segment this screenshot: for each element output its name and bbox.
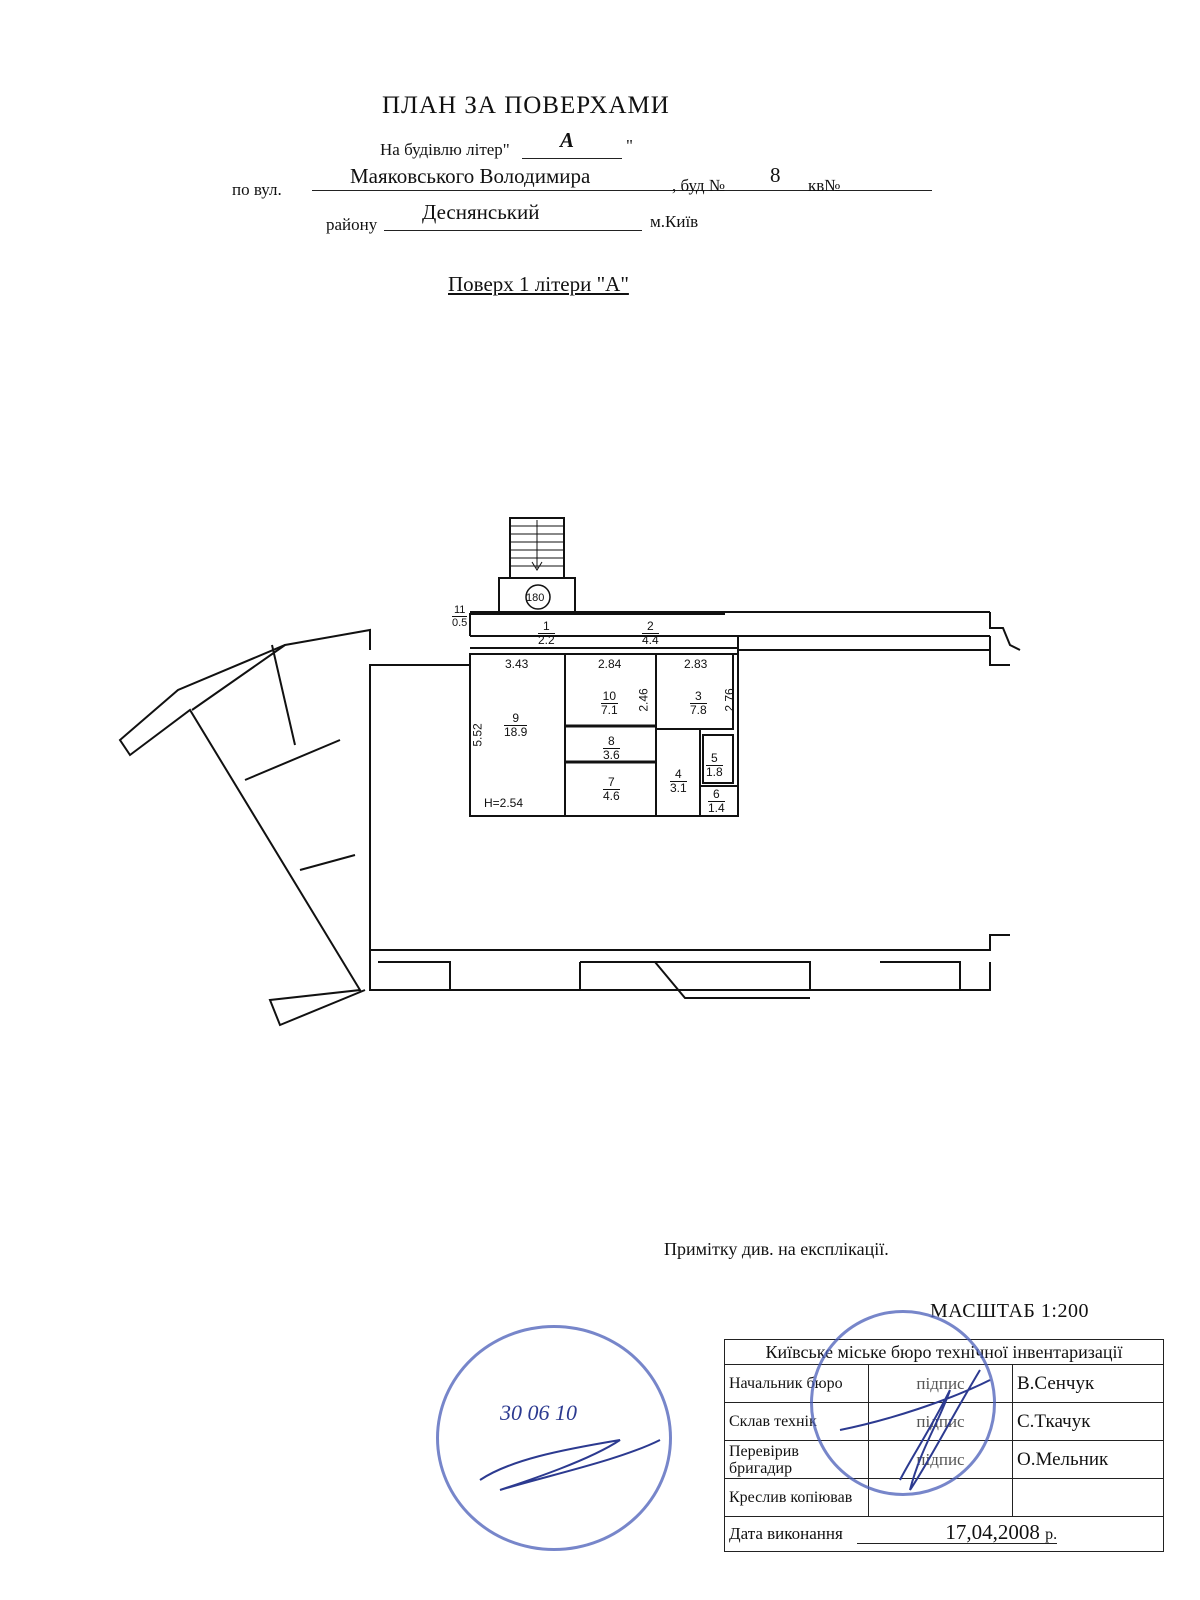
dim-room10-length: 2.46: [636, 688, 651, 712]
room-3-area: 7.8: [690, 703, 707, 717]
person-name: В.Сенчук: [1012, 1364, 1164, 1403]
date-suffix: р.: [1045, 1526, 1058, 1543]
room-4-number: 4: [670, 768, 687, 782]
room-9-area: 18.9: [504, 725, 528, 739]
right-stamp: [810, 1310, 996, 1496]
room-8-area: 3.6: [603, 748, 620, 762]
street-value: Маяковського Володимира: [350, 164, 591, 188]
stamp-date: 30 06 10: [500, 1400, 577, 1425]
signature-right: [839, 1369, 991, 1491]
room-6-area: 1.4: [708, 801, 725, 815]
room-10-area: 7.1: [601, 703, 618, 717]
room-5-area: 1.8: [706, 765, 723, 779]
room-5-number: 5: [706, 752, 723, 766]
district-value: Деснянський: [422, 200, 540, 224]
person-name: [1012, 1478, 1164, 1517]
dim-room3-length: 2.76: [722, 688, 737, 712]
building-close: ": [626, 136, 633, 155]
district-label: району: [326, 215, 378, 234]
left-stamp: [436, 1325, 672, 1551]
room-11-area: 0.5: [452, 617, 468, 629]
document-title: ПЛАН ЗА ПОВЕРХАМИ: [382, 92, 670, 119]
signature-left: [479, 1439, 661, 1491]
room-11-number: 11: [452, 604, 468, 617]
street-label: по вул.: [232, 180, 282, 199]
apartment-label: кв№: [808, 176, 841, 195]
room-8-number: 8: [603, 735, 620, 749]
room-10-number: 10: [601, 689, 618, 704]
floor-title: Поверх 1 літери "А": [448, 272, 629, 296]
person-name: О.Мельник: [1012, 1440, 1164, 1479]
date-value: 17,04,2008: [945, 1520, 1040, 1544]
scale: МАСШТАБ 1:200: [930, 1300, 1089, 1322]
room-3-number: 3: [690, 690, 707, 704]
room-6-number: 6: [708, 788, 725, 802]
date-label: Дата виконання: [729, 1524, 843, 1543]
room-7-number: 7: [603, 776, 620, 790]
stair-number: 180: [526, 592, 544, 604]
ceiling-height: H=2.54: [484, 796, 524, 810]
room-7-area: 4.6: [603, 789, 620, 803]
room-1-area: 2.2: [538, 633, 555, 647]
room-2-area: 4.4: [642, 633, 659, 647]
note: Примітку див. на експлікації.: [664, 1239, 889, 1259]
dim-room3-width: 2.83: [684, 657, 708, 671]
building-letter: А: [560, 128, 575, 152]
room-1-number: 1: [538, 620, 555, 634]
table-row: Дата виконання 17,04,2008 р.: [724, 1516, 1164, 1552]
house-value: 8: [770, 163, 781, 187]
floor-plan: 180: [118, 517, 1021, 1027]
house-label: , буд №: [672, 176, 726, 195]
dim-room10-width: 2.84: [598, 657, 622, 671]
room-2-number: 2: [642, 620, 659, 634]
table-row: Креслив копіював: [724, 1478, 1164, 1517]
room-9-number: 9: [504, 712, 528, 726]
dim-room9-width: 3.43: [505, 657, 529, 671]
room-4-area: 3.1: [670, 781, 687, 795]
role: Креслив копіював: [724, 1478, 869, 1517]
person-name: С.Ткачук: [1012, 1402, 1164, 1441]
dim-room9-length: 5.52: [470, 723, 485, 747]
building-label: На будівлю літер": [380, 140, 510, 159]
city: м.Київ: [650, 212, 699, 231]
